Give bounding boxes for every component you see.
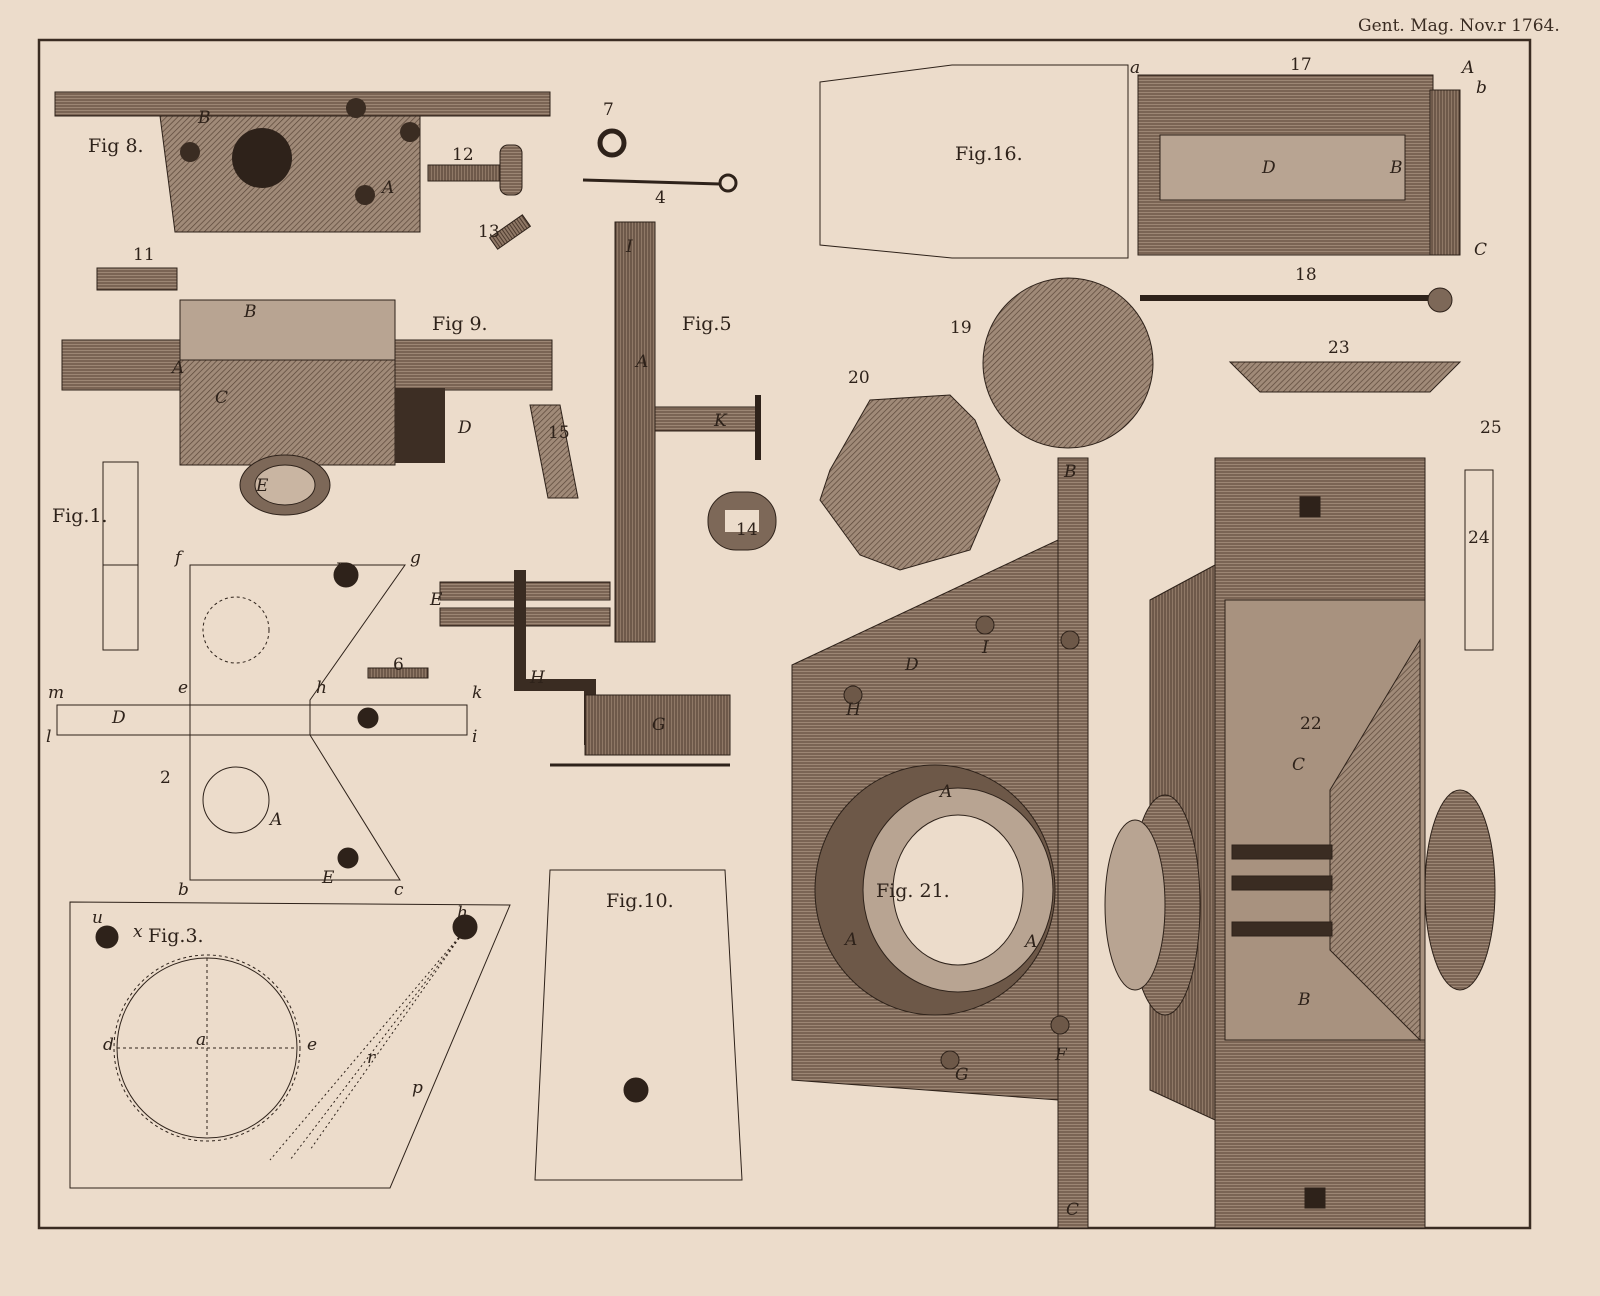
letter-label: A: [172, 358, 185, 378]
caption-fig-8: Fig 8.: [88, 135, 144, 157]
number-label: 25: [1480, 418, 1502, 438]
letter-label: B: [198, 108, 211, 128]
number-label: 24: [1468, 528, 1490, 548]
letter-label: F: [1055, 1045, 1067, 1065]
letter-label: b: [178, 880, 189, 900]
number-label: 22: [1300, 714, 1322, 734]
letter-label: a: [1130, 58, 1141, 78]
letter-label: C: [1292, 755, 1306, 775]
letter-label: A: [940, 782, 953, 802]
letter-label: F: [335, 560, 347, 580]
caption-fig-10: Fig.10.: [606, 890, 674, 912]
caption-fig-5: Fig.5: [682, 313, 732, 335]
fig-22-drawing: [1104, 457, 1496, 1229]
letter-label: f: [175, 548, 182, 568]
number-label: 13: [478, 222, 500, 242]
letter-label: m: [48, 683, 65, 703]
letter-label: D: [458, 418, 472, 438]
number-label: 17: [1290, 55, 1312, 75]
caption-fig-3: Fig.3.: [148, 925, 204, 947]
letter-label: h: [316, 678, 327, 698]
letter-label: a: [196, 1030, 207, 1050]
letter-label: C: [215, 388, 229, 408]
letter-label: A: [636, 352, 649, 372]
letter-label: H: [530, 668, 545, 688]
fig-10-drawing: [534, 869, 743, 1181]
fig-1-drawing: [102, 461, 139, 651]
letter-label: E: [256, 476, 269, 496]
number-label: 4: [655, 188, 666, 208]
letter-label: H: [846, 700, 861, 720]
number-label: 19: [950, 318, 972, 338]
letter-label: A: [1025, 932, 1038, 952]
number-label: 6: [393, 655, 404, 675]
letter-label: B: [1064, 462, 1077, 482]
letter-label: r: [367, 1048, 376, 1068]
number-label: 12: [452, 145, 474, 165]
number-label: 11: [133, 245, 155, 265]
letter-label: b: [1476, 78, 1487, 98]
small-parts: [96, 128, 738, 291]
caption-fig-21: Fig. 21.: [876, 880, 950, 902]
letter-label: D: [905, 655, 919, 675]
letter-label: h: [457, 903, 468, 923]
letter-label: A: [1462, 58, 1475, 78]
letter-label: k: [472, 683, 483, 703]
number-label: 2: [160, 768, 171, 788]
number-label: 15: [548, 423, 570, 443]
letter-label: A: [845, 930, 858, 950]
caption-fig-16: Fig.16.: [955, 143, 1023, 165]
number-label: 20: [848, 368, 870, 388]
letter-label: l: [46, 727, 52, 747]
letter-label: i: [472, 727, 478, 747]
letter-label: G: [652, 715, 666, 735]
number-label: 18: [1295, 265, 1317, 285]
letter-label: C: [1066, 1200, 1080, 1220]
letter-label: E: [322, 868, 335, 888]
letter-label: K: [714, 411, 727, 431]
fig-2-drawing: [56, 562, 468, 881]
letter-label: x: [133, 922, 143, 942]
letter-label: u: [92, 908, 103, 928]
plate-border: [37, 38, 1532, 1230]
plate-header: Gent. Mag. Nov.r 1764.: [1358, 16, 1560, 36]
letter-label: B: [244, 302, 257, 322]
letter-label: C: [1474, 240, 1488, 260]
letter-label: c: [394, 880, 404, 900]
letter-label: p: [412, 1078, 423, 1098]
letter-label: e: [307, 1035, 318, 1055]
letter-label: A: [270, 810, 283, 830]
letter-label: I: [982, 638, 989, 658]
letter-label: d: [103, 1035, 114, 1055]
number-label: 7: [603, 100, 614, 120]
fig-9-drawing: [61, 299, 553, 516]
letter-label: I: [626, 237, 633, 257]
letter-label: G: [955, 1065, 969, 1085]
number-label: 14: [736, 520, 758, 540]
gear-drawings: [819, 277, 1154, 571]
letter-label: g: [410, 548, 421, 568]
letter-label: A: [382, 178, 395, 198]
fig-3-drawing: [69, 901, 511, 1189]
caption-fig-1: Fig.1.: [52, 505, 108, 527]
letter-label: E: [430, 590, 443, 610]
fig-5-drawing: [367, 221, 777, 767]
number-label: 23: [1328, 338, 1350, 358]
letter-label: B: [1298, 990, 1311, 1010]
fig-21-drawing: [791, 457, 1089, 1229]
caption-fig-9: Fig 9.: [432, 313, 488, 335]
letter-label: B: [1390, 158, 1403, 178]
fig-16-17-18-drawing: [819, 64, 1462, 393]
letter-label: D: [112, 708, 126, 728]
letter-label: D: [1262, 158, 1276, 178]
letter-label: e: [178, 678, 189, 698]
fig-8-drawing: [54, 91, 551, 233]
